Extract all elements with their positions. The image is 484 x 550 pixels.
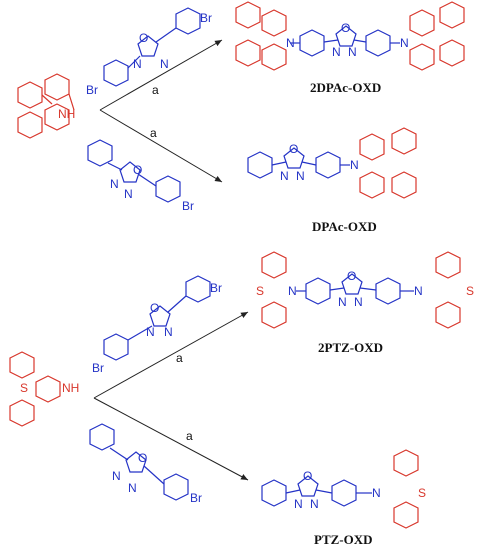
s-atom-label: S (20, 381, 28, 395)
bis-bromophenyl-oxadiazole-reagent: Br Br O N N (86, 7, 212, 97)
product-label-2dpac-oxd: 2DPAc-OXD (310, 80, 381, 95)
product-2ptz-oxd-structure: S N N S O N N (256, 251, 474, 329)
o-atom-label: O (138, 451, 147, 465)
n-atom-label: N (133, 57, 142, 71)
product-ptz-oxd-structure: N S O N N (261, 449, 426, 529)
s-atom-label: S (466, 284, 474, 298)
n-atom-label: N (286, 36, 295, 50)
reagent-label: a (152, 83, 159, 97)
product-label-ptz-oxd: PTZ-OXD (314, 532, 373, 547)
o-atom-label: O (133, 163, 142, 177)
reagent-label: a (186, 429, 193, 443)
n-atom-label: N (128, 481, 137, 495)
o-atom-label: O (139, 31, 148, 45)
bromophenyl-phenyl-oxadiazole-reagent: Br O N N (87, 139, 194, 213)
reagent-label: a (150, 126, 157, 140)
o-atom-label: O (347, 269, 356, 283)
product-label-2ptz-oxd: 2PTZ-OXD (318, 340, 383, 355)
reaction-arrow (99, 109, 223, 183)
reaction-arrow (93, 397, 249, 481)
n-atom-label: N (124, 187, 133, 201)
diphenylacridan-reactant: NH (17, 73, 75, 139)
n-atom-label: N (288, 284, 297, 298)
o-atom-label: O (150, 301, 159, 315)
reaction-arrow (93, 311, 249, 399)
br-atom-label: Br (92, 361, 104, 375)
n-atom-label: N (110, 177, 119, 191)
n-atom-label: N (296, 169, 305, 183)
product-2dpac-oxd-structure: N N O N N (235, 1, 465, 71)
phenothiazine-reactant: S NH (9, 351, 79, 427)
n-atom-label: N (400, 36, 409, 50)
n-atom-label: N (350, 158, 359, 172)
s-atom-label: S (418, 486, 426, 500)
n-atom-label: N (354, 295, 363, 309)
nh-atom-label: NH (58, 107, 75, 121)
reagent-label: a (176, 351, 183, 365)
n-atom-label: N (164, 325, 173, 339)
o-atom-label: O (289, 142, 298, 156)
n-atom-label: N (112, 469, 121, 483)
nh-atom-label: NH (62, 381, 79, 395)
product-label-dpac-oxd: DPAc-OXD (312, 219, 377, 234)
n-atom-label: N (146, 325, 155, 339)
o-atom-label: O (303, 469, 312, 483)
s-atom-label: S (256, 284, 264, 298)
n-atom-label: N (160, 57, 169, 71)
n-atom-label: N (332, 45, 341, 59)
n-atom-label: N (414, 284, 423, 298)
n-atom-label: N (348, 45, 357, 59)
bromophenyl-phenyl-oxadiazole-reagent: Br O N N (89, 423, 202, 505)
bis-bromophenyl-oxadiazole-reagent: Br Br O N N (92, 275, 222, 375)
product-dpac-oxd-structure: N O N N (247, 127, 417, 199)
br-atom-label: Br (86, 83, 98, 97)
reaction-arrow (99, 39, 223, 111)
n-atom-label: N (372, 486, 381, 500)
n-atom-label: N (280, 169, 289, 183)
br-atom-label: Br (210, 281, 222, 295)
o-atom-label: O (341, 21, 350, 35)
br-atom-label: Br (190, 491, 202, 505)
br-atom-label: Br (182, 199, 194, 213)
br-atom-label: Br (200, 11, 212, 25)
n-atom-label: N (310, 497, 319, 511)
n-atom-label: N (294, 497, 303, 511)
n-atom-label: N (338, 295, 347, 309)
